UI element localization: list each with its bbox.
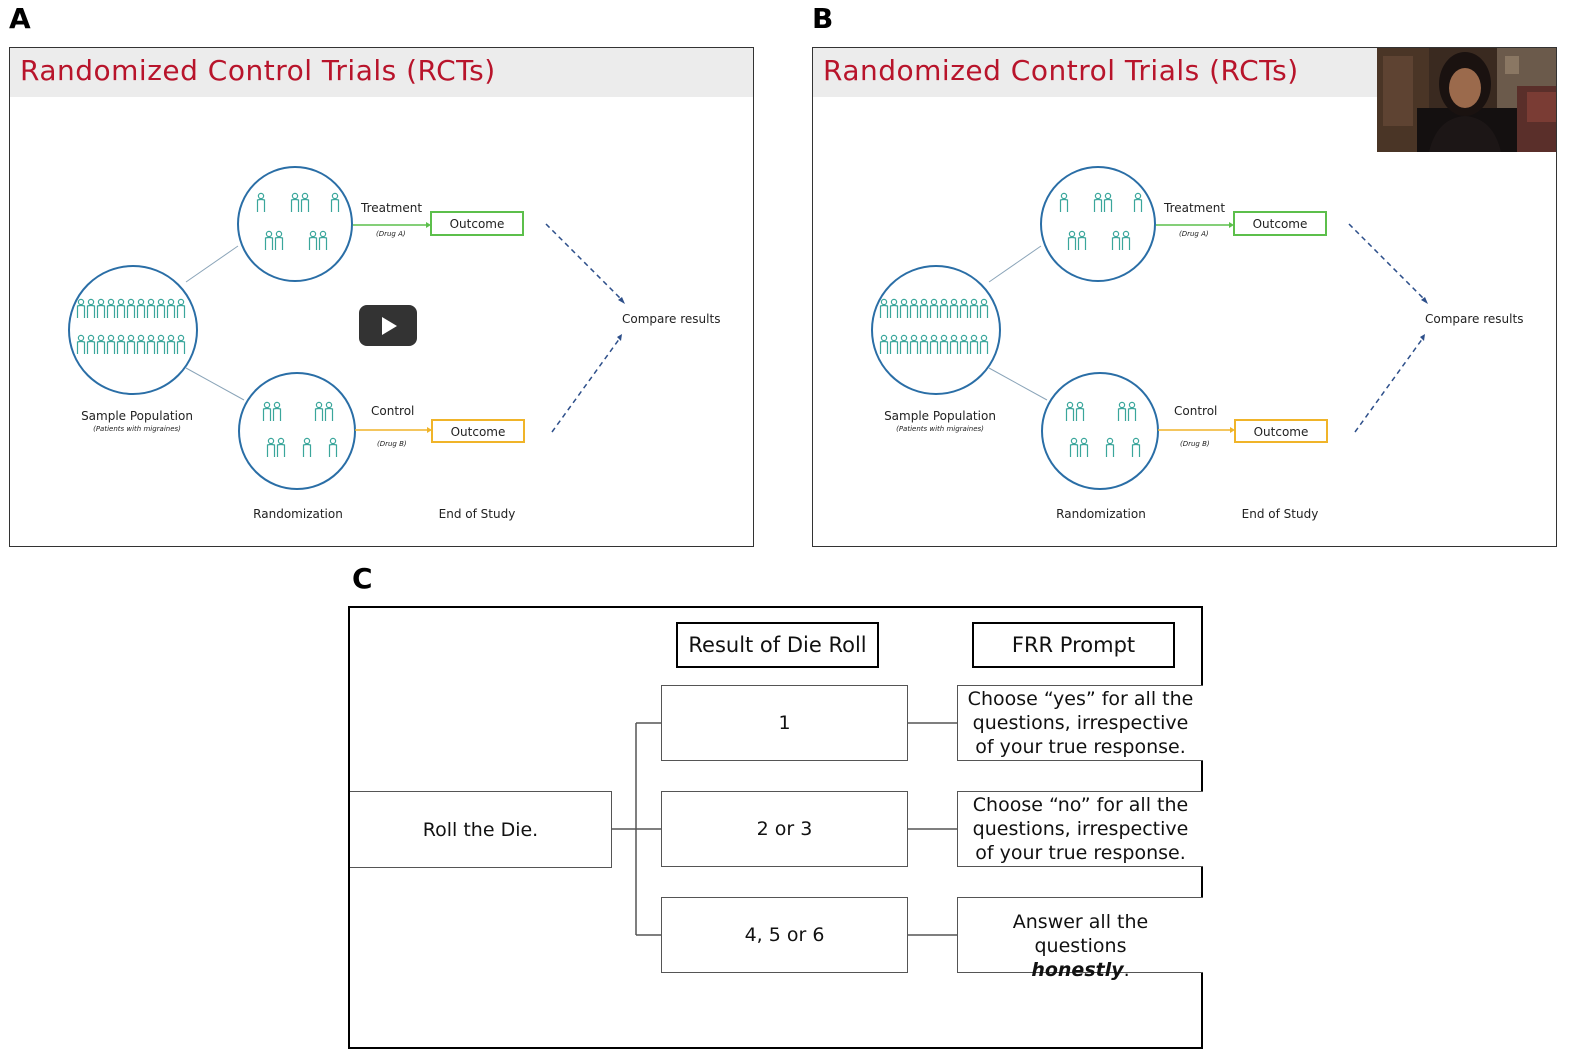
randomization-label: Randomization xyxy=(1056,507,1146,521)
treatment-label: Treatment xyxy=(1163,201,1225,215)
treatment-group-circle xyxy=(1040,166,1156,282)
sample-population-circle xyxy=(68,265,198,395)
treatment-outcome-box xyxy=(1233,211,1327,236)
end-of-study-label: End of Study xyxy=(439,507,516,521)
honestly-emphasis: honestly xyxy=(1031,959,1124,981)
header-frr-prompt: FRR Prompt xyxy=(972,622,1175,668)
drug-a-label: (Drug A) xyxy=(376,230,406,238)
die-result-box: 4, 5 or 6 xyxy=(661,897,908,973)
outcome-label: Outcome xyxy=(451,425,506,439)
frr-flowchart: Result of Die Roll FRR Prompt Roll the D… xyxy=(348,606,1203,1049)
frr-prompt-text: Answer all the questions xyxy=(1012,911,1149,957)
sample-population-label: Sample Population xyxy=(884,409,996,423)
patients-note-label: (Patients with migraines) xyxy=(93,425,181,433)
slide-header xyxy=(10,48,753,97)
outcome-label: Outcome xyxy=(450,217,505,231)
treatment-group-circle xyxy=(237,166,353,282)
frr-prompt-box: Answer all the questions honestly. xyxy=(957,897,1203,981)
drug-b-label: (Drug B) xyxy=(377,440,407,448)
randomization-label: Randomization xyxy=(253,507,343,521)
slide-title: Randomized Control Trials (RCTs) xyxy=(20,54,496,87)
end-of-study-label: End of Study xyxy=(1242,507,1319,521)
compare-results-label: Compare results xyxy=(622,312,720,326)
control-outcome-box xyxy=(431,419,525,443)
outcome-label: Outcome xyxy=(1253,217,1308,231)
prompt-period: . xyxy=(1123,959,1130,981)
people-group-icon xyxy=(262,401,338,457)
people-group-icon xyxy=(879,298,989,354)
frr-prompt-box: Choose “no” for all the questions, irres… xyxy=(957,791,1203,867)
treatment-outcome-box xyxy=(430,211,524,236)
die-result-box: 2 or 3 xyxy=(661,791,908,867)
flowchart-connectors xyxy=(611,722,957,936)
drug-b-label: (Drug B) xyxy=(1180,440,1210,448)
header-die-roll: Result of Die Roll xyxy=(676,622,879,668)
panel-label-c: C xyxy=(352,562,373,595)
treatment-label: Treatment xyxy=(360,201,422,215)
presenter-webcam-video xyxy=(1377,48,1556,152)
control-outcome-box xyxy=(1234,419,1328,443)
roll-the-die-box: Roll the Die. xyxy=(350,791,612,868)
panel-label-a: A xyxy=(9,2,31,35)
control-group-circle xyxy=(1041,372,1159,490)
outcome-label: Outcome xyxy=(1254,425,1309,439)
die-result-box: 1 xyxy=(661,685,908,761)
control-group-circle xyxy=(238,372,356,490)
patients-note-label: (Patients with migraines) xyxy=(896,425,984,433)
compare-results-label: Compare results xyxy=(1425,312,1523,326)
people-group-icon xyxy=(76,298,186,354)
panel-label-b: B xyxy=(812,2,834,35)
control-label: Control xyxy=(1174,404,1217,418)
sample-population-label: Sample Population xyxy=(81,409,193,423)
slide-title: Randomized Control Trials (RCTs) xyxy=(823,54,1299,87)
control-label: Control xyxy=(371,404,414,418)
drug-a-label: (Drug A) xyxy=(1179,230,1209,238)
people-group-icon xyxy=(1059,192,1143,250)
play-button-icon[interactable] xyxy=(359,305,417,346)
people-group-icon xyxy=(256,192,340,250)
frr-prompt-box: Choose “yes” for all the questions, irre… xyxy=(957,685,1203,761)
people-group-icon xyxy=(1065,401,1141,457)
sample-population-circle xyxy=(871,265,1001,395)
